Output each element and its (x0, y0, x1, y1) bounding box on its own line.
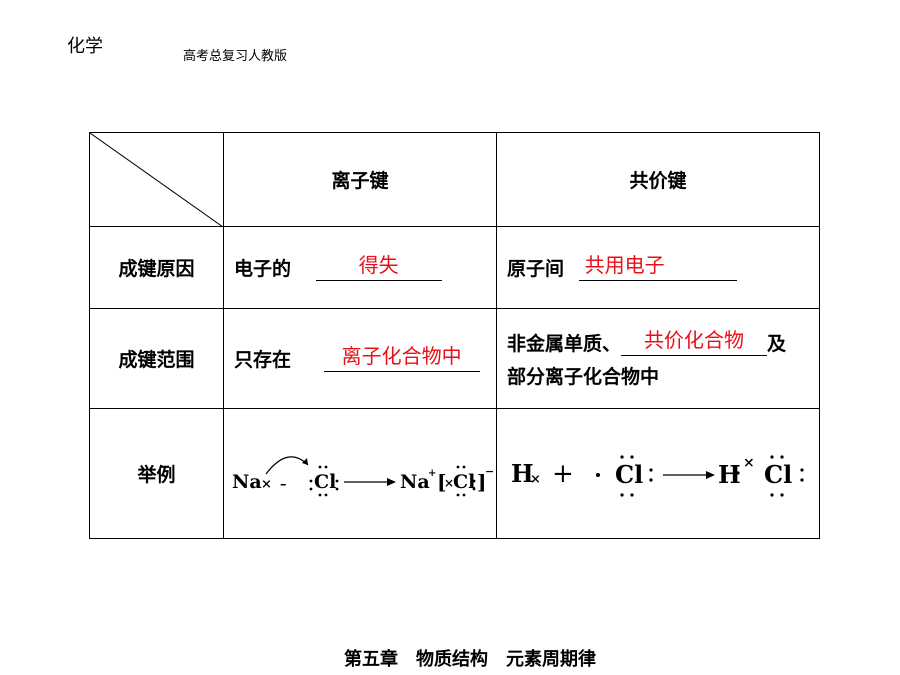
cl-symbol: Cl (615, 460, 643, 489)
nacl-formation-diagram: Na × – Cl Na + [ × (232, 456, 494, 497)
cell-covalent-example: H × + Cl H × (496, 408, 820, 539)
cl-dot (324, 493, 328, 497)
transferred-electron-cross: × (444, 476, 454, 490)
plus-sign: + (552, 459, 574, 489)
chapter-footer: 第五章 物质结构 元素周期律 (344, 649, 596, 670)
cl-valence-dot (620, 493, 624, 497)
corner-cell (89, 132, 224, 227)
covalent-cause-prefix: 原子间 (507, 258, 565, 280)
ionic-cause-answer: 得失 (358, 253, 399, 277)
cl-dot (324, 465, 328, 469)
subject-label: 化学 (67, 36, 103, 57)
na-electron-cross: × (261, 477, 272, 492)
h-bonded-symbol: H (718, 460, 741, 489)
cl-ion-dot (472, 487, 476, 491)
cl-ion-dot (456, 465, 460, 469)
cl-valence-dot (630, 493, 634, 497)
electron-transfer-arrowhead (302, 458, 308, 465)
row-label-cause: 成键原因 (89, 226, 224, 309)
covalent-scope-line2: 部分离子化合物中 (507, 365, 660, 388)
cell-covalent-cause: 原子间 共用电子 (496, 226, 820, 309)
cell-covalent-scope: 非金属单质、 共价化合物 及 部分离子化合物中 (496, 308, 820, 409)
cl-valence-dot (620, 455, 624, 459)
cl-bonded-dot (770, 455, 774, 459)
bond-comparison-table: 离子键 共价键 成键原因 电子的 得失 原子间 共用电子 成键范围 (89, 132, 820, 539)
reaction-arrowhead (387, 478, 396, 486)
hcl-formation-diagram: H × + Cl H × (511, 455, 804, 497)
shared-electron-dot (736, 471, 740, 475)
cl-valence-dot (649, 478, 653, 482)
bracket-right: ] (477, 470, 486, 494)
na-symbol: Na (232, 471, 262, 493)
h-electron-cross: × (530, 472, 541, 487)
cl-dot (309, 487, 313, 491)
cell-ionic-scope: 只存在 离子化合物中 (223, 308, 497, 409)
cl-bonded-dot (770, 493, 774, 497)
electron-transfer-arrow (265, 456, 309, 475)
cl-bonded-dot (800, 468, 804, 472)
cl-ion-dot (472, 479, 476, 483)
cl-valence-dot (649, 468, 653, 472)
covalent-scope-prefix: 非金属单质、 (507, 332, 622, 355)
ionic-scope-answer: 离子化合物中 (341, 344, 462, 368)
cell-ionic-cause: 电子的 得失 (223, 226, 497, 309)
cl-ion-charge: − (485, 465, 494, 478)
reaction-arrowhead (706, 471, 715, 479)
ionic-scope-blank: 离子化合物中 (323, 344, 480, 372)
ionic-cause-prefix: 电子的 (234, 258, 292, 280)
electron-dash: – (280, 477, 287, 492)
covalent-cause-blank: 共用电子 (578, 253, 737, 281)
cl-dot (318, 465, 322, 469)
na-ion-symbol: Na (400, 471, 430, 493)
cl-symbol: Cl (314, 471, 336, 493)
covalent-cause-answer: 共用电子 (584, 253, 665, 277)
cl-dot (335, 479, 339, 483)
diagonal-line (90, 133, 223, 227)
covalent-scope-suffix: 及 (767, 332, 787, 355)
shared-electron-cross: × (743, 455, 755, 471)
col-header-covalent: 共价键 (496, 132, 820, 227)
ionic-cause-blank: 得失 (315, 253, 442, 281)
na-ion-charge: + (428, 468, 436, 479)
cl-dot (335, 487, 339, 491)
cl-bonded-symbol: Cl (764, 460, 792, 489)
edition-label: 高考总复习人教版 (183, 49, 288, 64)
cl-ion-symbol: Cl (453, 471, 475, 493)
covalent-scope-answer: 共价化合物 (644, 327, 745, 352)
cl-ion-dot (462, 465, 466, 469)
h-symbol: H (511, 459, 534, 488)
cl-ion-dot (462, 493, 466, 497)
cl-ion-dot (456, 493, 460, 497)
cell-ionic-example: Na × – Cl Na + [ × (223, 408, 497, 539)
cl-dot (309, 479, 313, 483)
cl-dot (318, 493, 322, 497)
col-header-ionic: 离子键 (223, 132, 497, 227)
cl-bonded-dot (780, 493, 784, 497)
covalent-scope-blank: 共价化合物 (621, 328, 768, 356)
cl-bonded-dot (800, 478, 804, 482)
cl-bonded-dot (780, 455, 784, 459)
row-label-scope: 成键范围 (89, 308, 224, 409)
bracket-left: [ (437, 470, 446, 494)
ionic-scope-prefix: 只存在 (234, 349, 292, 371)
cl-valence-dot (630, 455, 634, 459)
cl-valence-dot (596, 473, 600, 477)
row-label-example: 举例 (89, 408, 224, 539)
